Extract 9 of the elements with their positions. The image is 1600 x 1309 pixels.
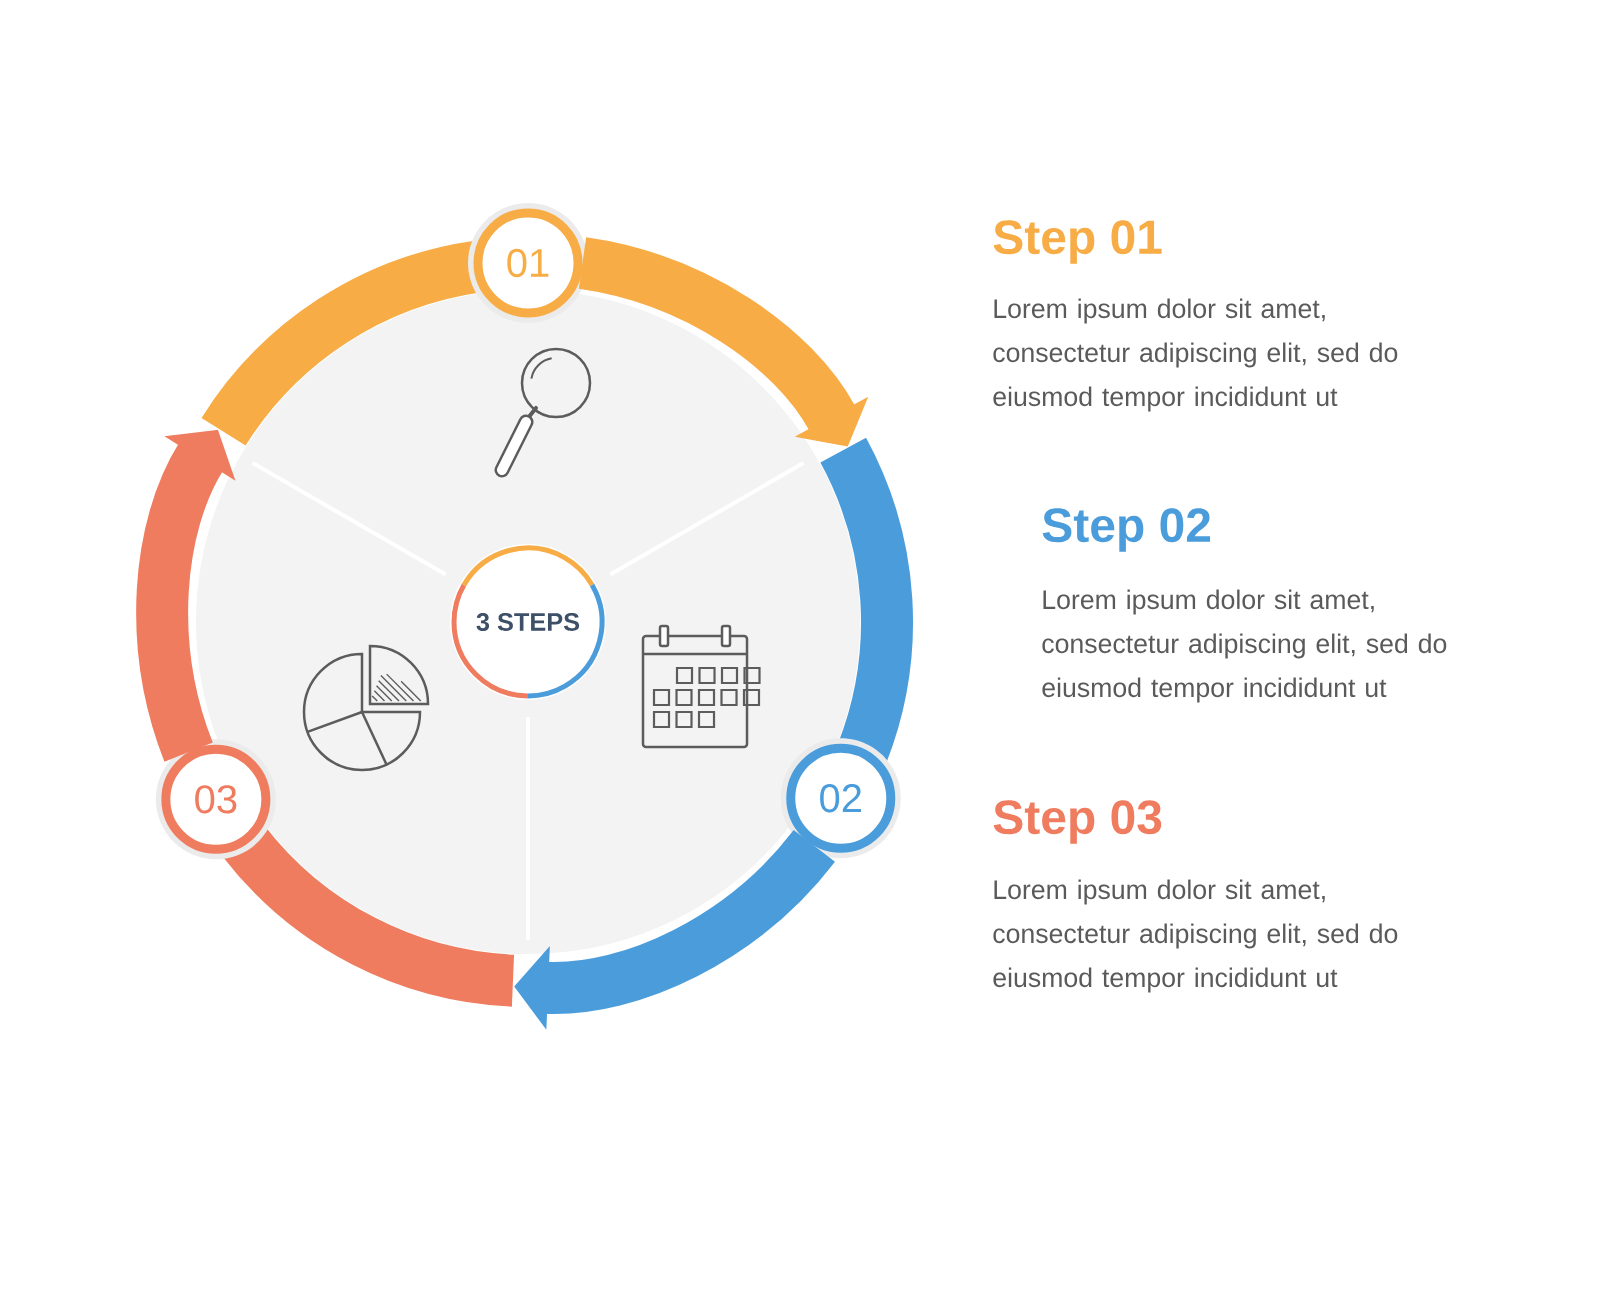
number-badge: 03 [155, 739, 276, 860]
step-description: Lorem ipsum dolor sit amet, consectetur adipiscing elit, sed do eiusmod tempor incididunt ut [993, 298, 1398, 412]
step-description: Lorem ipsum dolor sit amet, consectetur adipiscing elit, sed do eiusmod tempor incididunt ut [1042, 589, 1447, 703]
number-badge: 02 [780, 738, 901, 859]
number-badge: 01 [468, 203, 588, 323]
step-heading: Step 02 [1042, 508, 1211, 552]
step-heading: Step 03 [993, 800, 1162, 844]
step-heading: Step 01 [993, 220, 1162, 264]
step-description: Lorem ipsum dolor sit amet, consectetur adipiscing elit, sed do eiusmod tempor incididunt ut [993, 879, 1398, 993]
